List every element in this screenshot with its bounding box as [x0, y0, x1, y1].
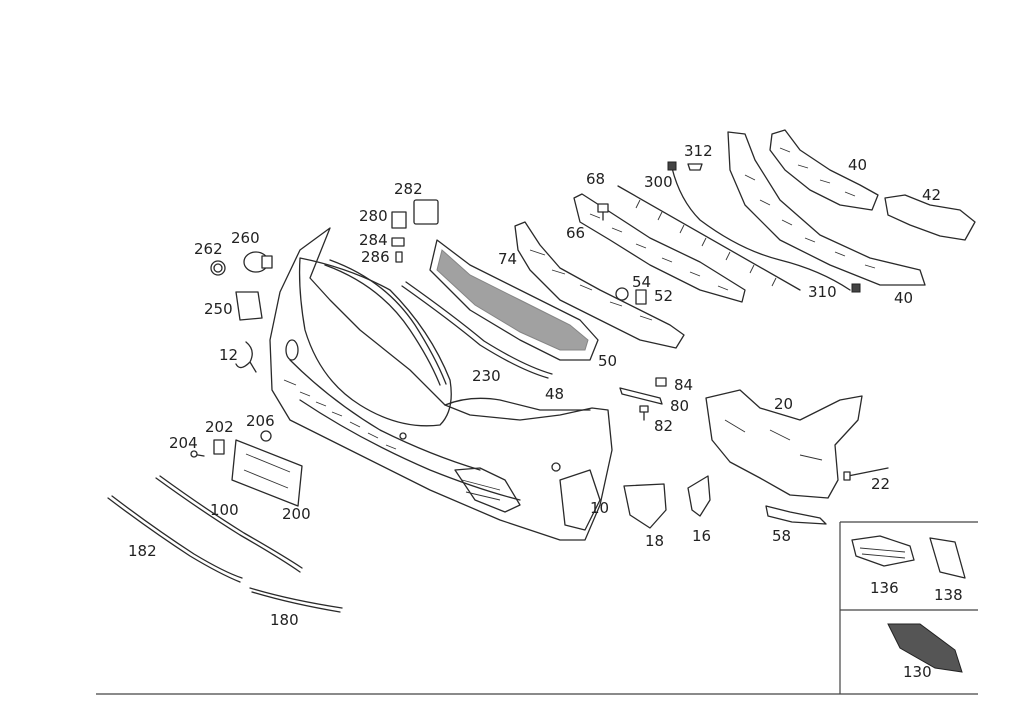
inset-part-136: [851, 535, 915, 567]
callout-136: 136: [870, 579, 899, 597]
callout-284: 284: [359, 231, 388, 249]
callout-300: 300: [644, 173, 673, 191]
trim-18: [623, 483, 667, 529]
screw-286: [395, 251, 403, 263]
callout-310: 310: [808, 283, 837, 301]
callout-40-bottom: 40: [894, 289, 913, 307]
sensor-260: [243, 251, 273, 273]
wiring-harness-310: [667, 161, 861, 293]
molding-100: [155, 475, 303, 573]
bracket-74: [514, 221, 685, 349]
module-250: [235, 291, 263, 321]
callout-80: 80: [670, 397, 689, 415]
callout-262: 262: [194, 240, 223, 258]
callout-230: 230: [472, 367, 501, 385]
callout-280: 280: [359, 207, 388, 225]
chrome-trim-48: [401, 281, 553, 379]
bracket-52: [635, 289, 647, 305]
callout-180: 180: [270, 611, 299, 629]
inset-part-138: [929, 537, 966, 579]
upper-trim-strip: [324, 259, 447, 386]
callout-52: 52: [654, 287, 673, 305]
bracket-58: [765, 505, 827, 525]
callout-68: 68: [586, 170, 605, 188]
bracket-16: [687, 475, 711, 517]
callout-labels: 312 40 42 300 68 282 280 284 286 262 260…: [128, 142, 963, 681]
callout-204: 204: [169, 434, 198, 452]
sensor-bar-300: [617, 185, 801, 291]
callout-50: 50: [598, 352, 617, 370]
callout-18: 18: [645, 532, 664, 550]
clip-312: [687, 163, 703, 171]
callout-20: 20: [774, 395, 793, 413]
callout-130: 130: [903, 663, 932, 681]
clip-202: [213, 439, 225, 455]
inset-frame: [839, 521, 978, 694]
callout-82: 82: [654, 417, 673, 435]
inset-part-130: [887, 623, 963, 673]
callout-138: 138: [934, 586, 963, 604]
bracket-42: [884, 194, 976, 241]
molding-180: [249, 587, 343, 613]
callout-202: 202: [205, 418, 234, 436]
callout-100: 100: [210, 501, 239, 519]
callout-42: 42: [922, 186, 941, 204]
callout-84: 84: [674, 376, 693, 394]
callout-182: 182: [128, 542, 157, 560]
absorber-40-upper: [769, 129, 879, 211]
bracket-284: [391, 237, 405, 247]
molding-182: [107, 495, 243, 583]
callout-40-top: 40: [848, 156, 867, 174]
license-plate-bracket: [231, 439, 303, 507]
bolt-22: [843, 467, 889, 481]
clip-54: [615, 287, 629, 301]
callout-16: 16: [692, 527, 711, 545]
screw-68: [597, 203, 609, 221]
callout-54: 54: [632, 273, 651, 291]
nut-206: [260, 430, 272, 442]
callout-286: 286: [361, 248, 390, 266]
callout-58: 58: [772, 527, 791, 545]
bracket-280: [391, 211, 407, 229]
callout-48: 48: [545, 385, 564, 403]
bumper-cover: [269, 227, 613, 541]
callout-200: 200: [282, 505, 311, 523]
ring-262: [210, 260, 226, 276]
grille: [429, 239, 599, 361]
radar-sensor-282: [413, 199, 439, 225]
callout-282: 282: [394, 180, 423, 198]
bracket-80: [619, 387, 663, 405]
callout-260: 260: [231, 229, 260, 247]
screw-82: [639, 405, 649, 421]
callout-22: 22: [871, 475, 890, 493]
callout-10: 10: [590, 499, 609, 517]
screw-204: [190, 450, 205, 458]
callout-74: 74: [498, 250, 517, 268]
clip-84: [655, 377, 667, 387]
absorber-40-lower: [727, 131, 926, 286]
callout-66: 66: [566, 224, 585, 242]
lower-grille-bracket-20: [705, 389, 863, 499]
callout-250: 250: [204, 300, 233, 318]
callout-206: 206: [246, 412, 275, 430]
callout-12: 12: [219, 346, 238, 364]
cable-12: [235, 341, 257, 373]
callout-312: 312: [684, 142, 713, 160]
